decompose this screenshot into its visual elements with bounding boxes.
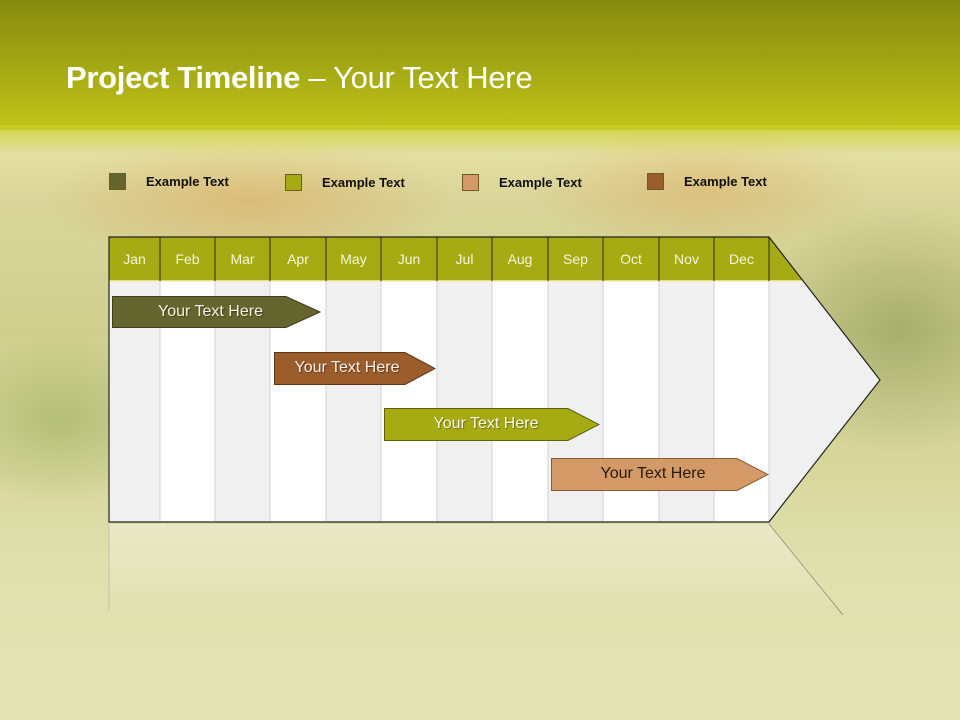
legend-label-1: Example Text xyxy=(146,173,229,189)
month-feb: Feb xyxy=(175,251,200,267)
legend-label-2: Example Text xyxy=(322,174,405,190)
month-nov: Nov xyxy=(674,251,699,267)
month-dec: Dec xyxy=(729,251,754,267)
month-sep: Sep xyxy=(563,251,588,267)
task-label-3: Your Text Here xyxy=(433,415,539,432)
task-bar-3[interactable]: Your Text Here xyxy=(384,408,600,441)
task-arrow-shape xyxy=(551,458,769,491)
month-oct: Oct xyxy=(620,251,642,267)
month-jul: Jul xyxy=(455,251,474,267)
task-arrow-shape xyxy=(274,352,436,385)
task-bar-4[interactable]: Your Text Here xyxy=(551,458,769,491)
month-mar: Mar xyxy=(230,251,255,267)
legend-swatch-1 xyxy=(109,172,126,190)
slide-title: Project Timeline – Your Text Here xyxy=(66,60,533,96)
task-bar-2[interactable]: Your Text Here xyxy=(274,352,436,385)
task-label-4: Your Text Here xyxy=(600,465,706,482)
task-bar-1[interactable]: Your Text Here xyxy=(112,296,321,328)
legend-swatch-3 xyxy=(462,173,479,191)
legend-item-3: Example Text xyxy=(462,171,582,193)
task-label-1: Your Text Here xyxy=(158,303,263,320)
legend-item-1: Example Text xyxy=(109,170,229,192)
legend-item-2: Example Text xyxy=(285,171,405,193)
task-arrow-shape xyxy=(112,296,321,328)
legend-label-4: Example Text xyxy=(684,173,767,189)
legend-swatch-4 xyxy=(647,172,664,190)
title-bold: Project Timeline xyxy=(66,60,301,95)
task-arrow-shape xyxy=(384,408,600,441)
month-jun: Jun xyxy=(397,251,421,267)
legend-label-3: Example Text xyxy=(499,174,582,190)
month-may: May xyxy=(340,251,367,267)
month-aug: Aug xyxy=(507,251,533,267)
title-banner xyxy=(0,0,960,130)
banner-fade xyxy=(0,125,960,155)
legend-item-4: Example Text xyxy=(647,170,767,192)
title-rest: – Your Text Here xyxy=(300,60,533,95)
legend-swatch-2 xyxy=(285,173,302,191)
month-apr: Apr xyxy=(287,251,309,267)
task-label-2: Your Text Here xyxy=(294,359,400,376)
month-jan: Jan xyxy=(123,251,146,267)
